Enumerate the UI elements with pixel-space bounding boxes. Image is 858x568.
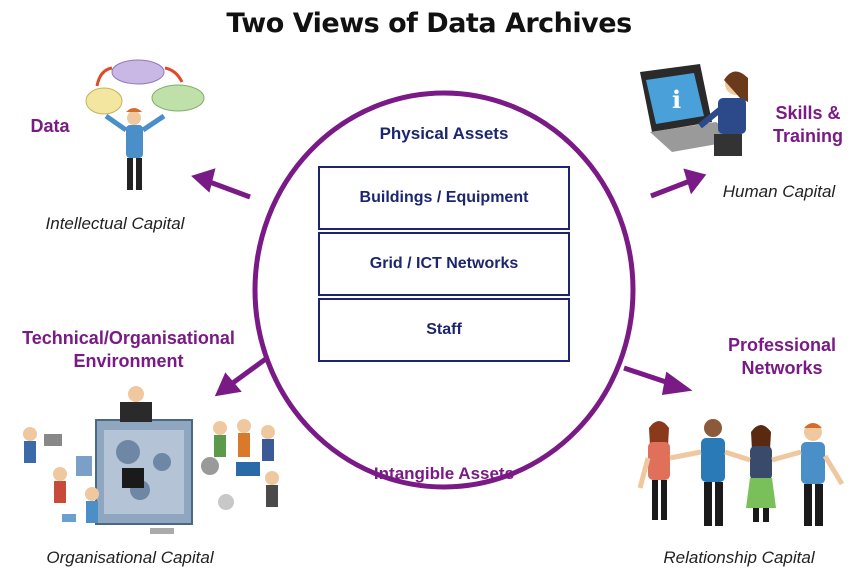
arrow-bottom-left	[214, 355, 269, 397]
physical-assets-label: Physical Assets	[379, 124, 509, 143]
arrow-top-left	[191, 168, 251, 200]
heading-data: Data	[30, 116, 70, 136]
box-grid-ict-networks: Grid / ICT Networks	[318, 232, 570, 296]
heading-technical-line2: Environment	[73, 351, 184, 371]
person-3	[746, 425, 776, 522]
central-circle	[252, 90, 636, 490]
person-4	[801, 423, 825, 526]
box-buildings-equipment: Buildings / Equipment	[318, 166, 570, 230]
heading-skills-training: Skills & Training	[762, 102, 854, 148]
heading-skills-line2: Training	[772, 126, 843, 146]
arrow-top-right	[650, 168, 707, 199]
svg-text:i: i	[672, 85, 681, 114]
heading-professional-networks: Professional Networks	[712, 334, 852, 380]
person-1	[648, 421, 670, 520]
arrow-bottom-right	[623, 365, 693, 395]
box-staff: Staff	[318, 298, 570, 362]
heading-technical-environment: Technical/Organisational Environment	[6, 327, 251, 373]
caption-intellectual-capital: Intellectual Capital	[45, 214, 185, 233]
laptop-user-illustration: i	[640, 64, 748, 156]
person-2	[701, 419, 725, 526]
people-network-illustration	[637, 419, 845, 526]
caption-relationship-capital: Relationship Capital	[663, 548, 815, 567]
caption-organisational-capital: Organisational Capital	[46, 548, 214, 567]
organisation-machine-illustration	[23, 386, 279, 534]
diagram-title: Two Views of Data Archives	[226, 8, 632, 39]
heading-technical-line1: Technical/Organisational	[22, 328, 235, 348]
intangible-assets-label: Intangible Assets	[373, 464, 515, 483]
data-clouds-illustration	[85, 59, 205, 190]
heading-skills-line1: Skills &	[775, 103, 841, 123]
caption-human-capital: Human Capital	[722, 182, 836, 201]
heading-professional-line2: Networks	[741, 358, 823, 378]
heading-professional-line1: Professional	[727, 335, 837, 355]
